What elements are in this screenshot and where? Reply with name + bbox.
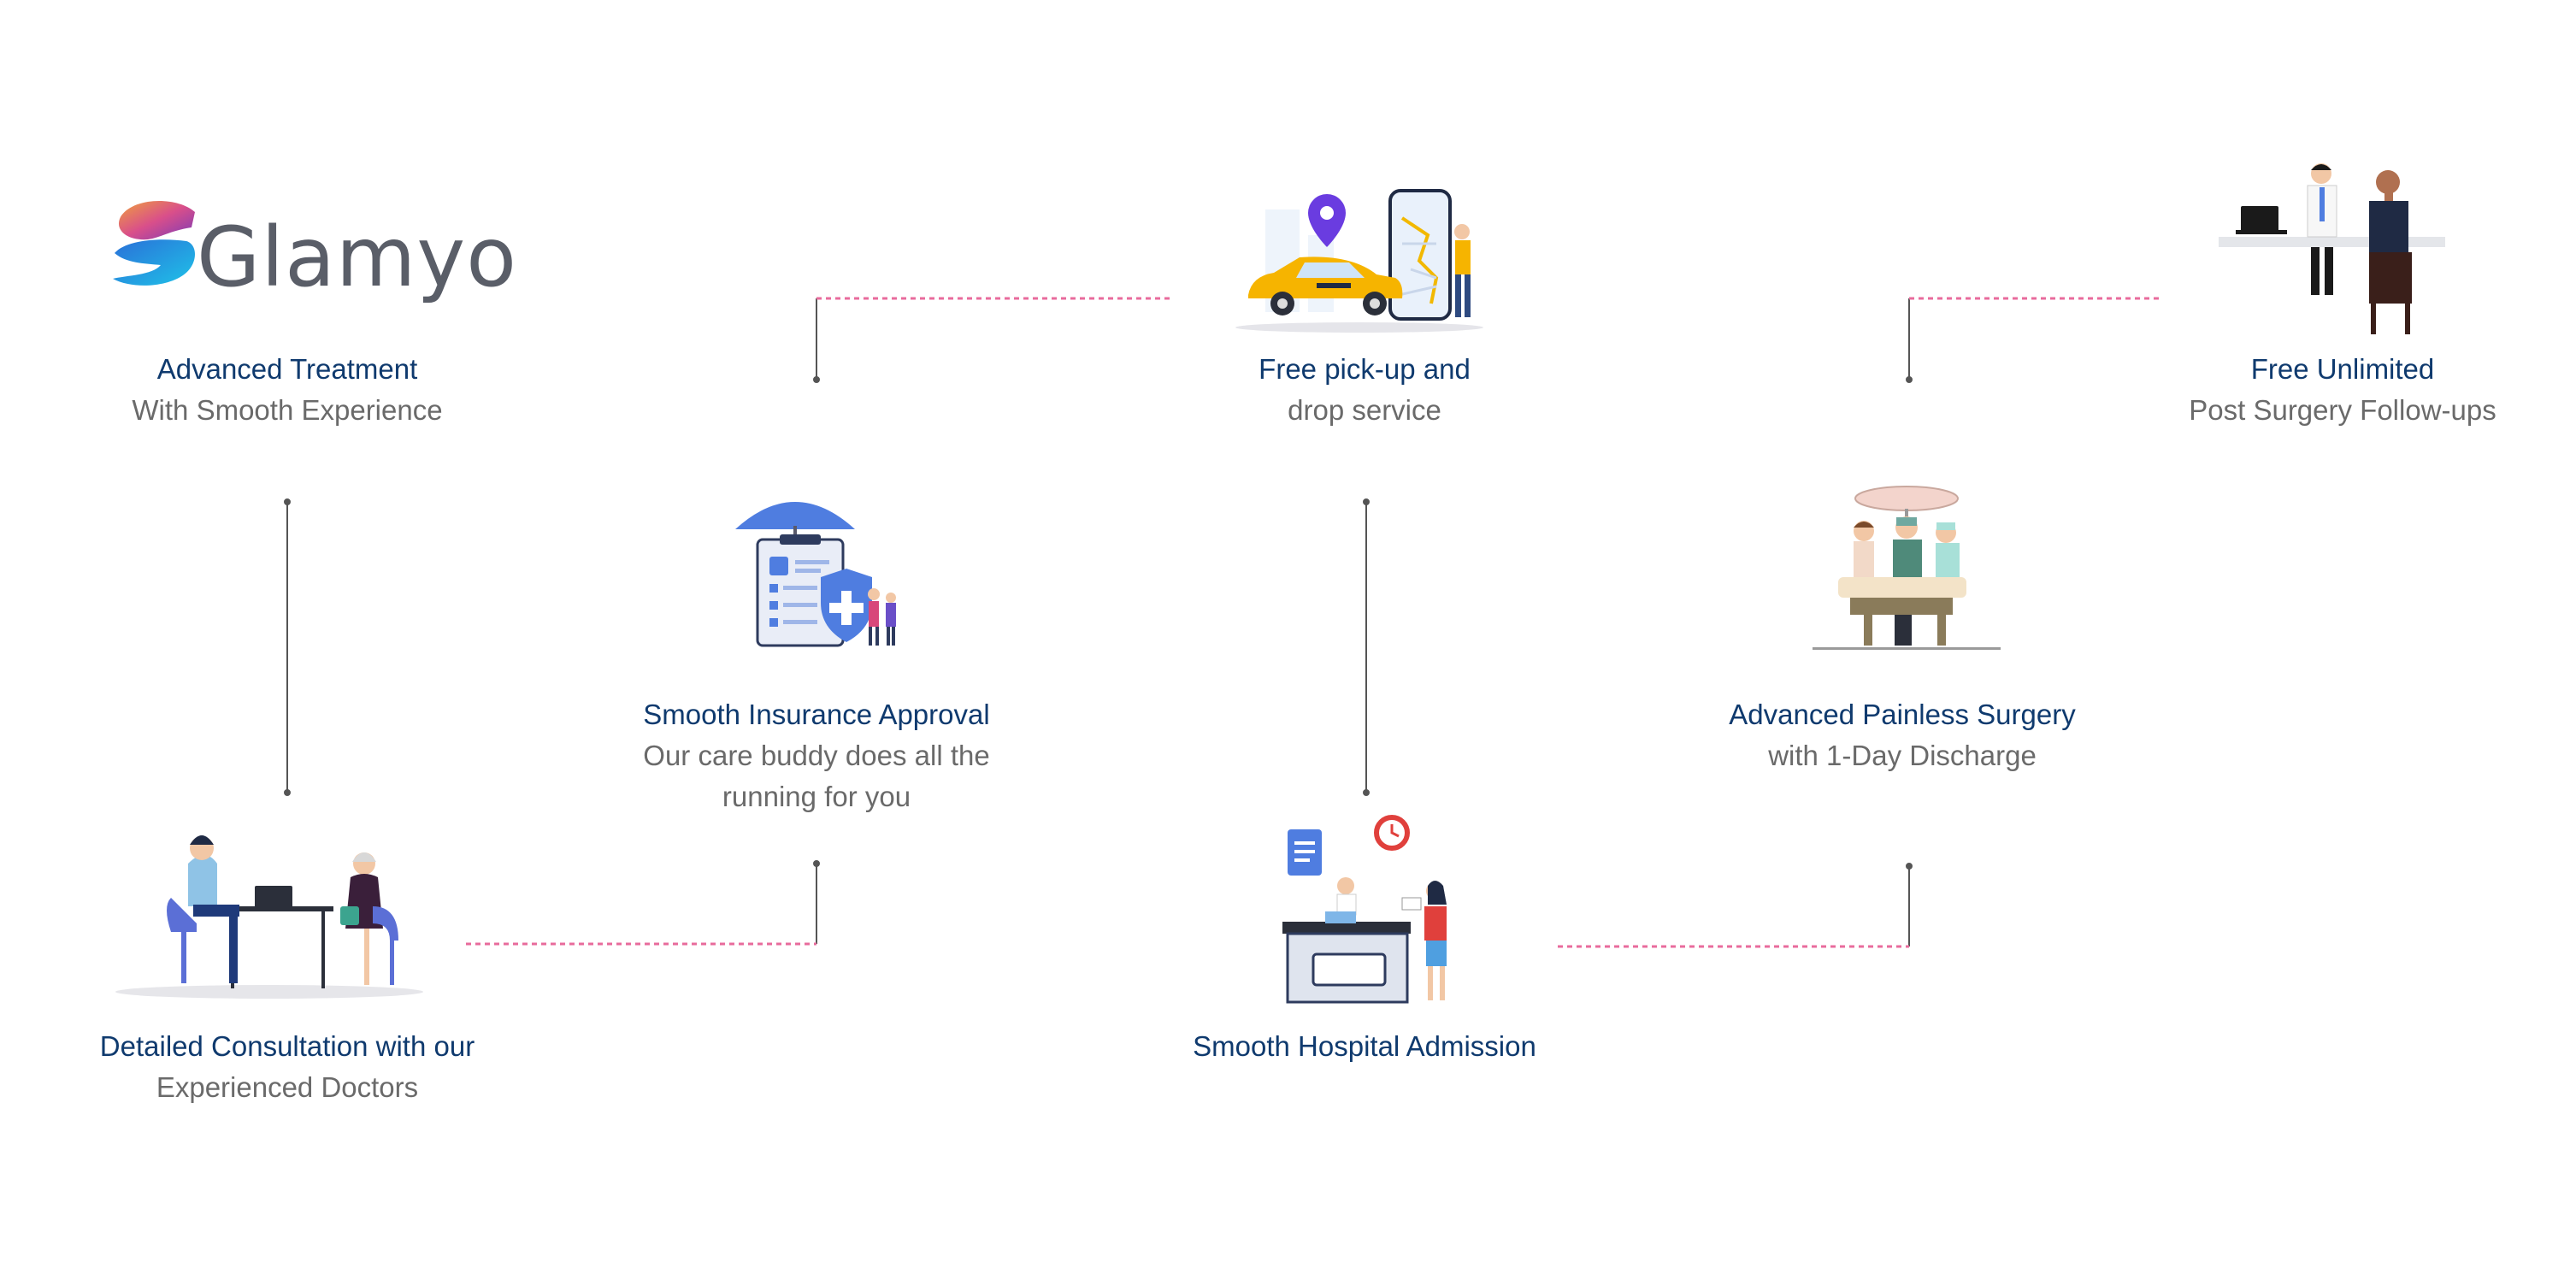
hospital-reception-illustration [1282, 815, 1447, 1004]
step-title: Smooth Hospital Admission [1193, 1030, 1536, 1062]
step-surgery: Advanced Painless Surgery with 1-Day Dis… [1667, 694, 2137, 776]
step-subtitle: With Smooth Experience [132, 394, 443, 426]
step-subtitle: Experienced Doctors [156, 1071, 419, 1103]
step-title: Free Unlimited [2250, 353, 2435, 385]
surgery-team-illustration [1813, 486, 2001, 650]
step-title: Free pick-up and [1259, 353, 1471, 385]
insurance-umbrella-illustration [735, 502, 896, 647]
step-advanced-treatment: Advanced Treatment With Smooth Experienc… [85, 349, 489, 431]
step-title: Detailed Consultation with our [99, 1030, 475, 1062]
step-subtitle: running for you [722, 781, 911, 812]
taxi-map-illustration [1235, 189, 1483, 333]
step-title: Advanced Treatment [156, 353, 418, 385]
step-title: Advanced Painless Surgery [1729, 699, 2076, 730]
step-subtitle: Post Surgery Follow-ups [2189, 394, 2496, 426]
step-consultation: Detailed Consultation with our Experienc… [51, 1026, 523, 1108]
doctor-followup-illustration [2219, 163, 2445, 334]
step-insurance: Smooth Insurance Approval Our care buddy… [598, 694, 1035, 817]
step-pickup-drop: Free pick-up and drop service [1146, 349, 1583, 431]
doctor-consultation-illustration [115, 835, 423, 999]
step-title: Smooth Insurance Approval [643, 699, 990, 730]
step-subtitle: Our care buddy does all the [643, 740, 990, 771]
glamyo-logo: Glamyo [109, 192, 516, 305]
glamyo-logo-icon [113, 200, 196, 286]
step-subtitle: with 1-Day Discharge [1768, 740, 2037, 771]
step-hospital-admission: Smooth Hospital Admission [1146, 1026, 1583, 1067]
brand-name: Glamyo [197, 209, 517, 305]
step-subtitle: drop service [1288, 394, 1441, 426]
step-followup: Free Unlimited Post Surgery Follow-ups [2137, 349, 2548, 431]
